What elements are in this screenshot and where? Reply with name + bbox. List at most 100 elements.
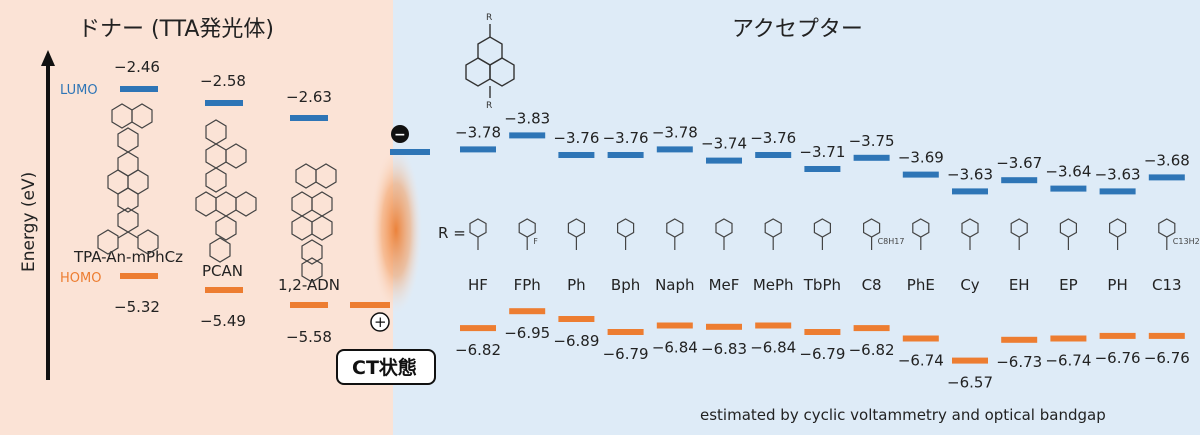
acceptor-name: PH bbox=[1107, 276, 1127, 294]
acceptor-lumo-value: −3.71 bbox=[799, 143, 845, 161]
acceptor-lumo-value: −3.63 bbox=[947, 165, 993, 183]
donor-homo-bar bbox=[290, 302, 328, 308]
acceptor-name: FPh bbox=[514, 276, 541, 294]
acceptor-homo-bar bbox=[853, 325, 890, 332]
acceptor-name: MeF bbox=[709, 276, 740, 294]
acceptor-homo-value: −6.76 bbox=[1095, 349, 1141, 367]
donor-lumo-bar bbox=[205, 100, 243, 106]
ct-lumo-bar bbox=[390, 149, 430, 155]
acceptor-homo-bar bbox=[804, 329, 841, 335]
core-r-top: R bbox=[486, 13, 492, 23]
acceptor-lumo-bar bbox=[460, 146, 496, 153]
acceptor-homo-value: −6.79 bbox=[799, 345, 845, 363]
acceptor-lumo-value: −3.69 bbox=[898, 149, 944, 167]
acceptor-lumo-value: −3.76 bbox=[553, 129, 599, 147]
ct-homo-bar bbox=[350, 302, 390, 308]
acceptor-lumo-value: −3.78 bbox=[455, 123, 501, 141]
acceptor-lumo-value: −3.68 bbox=[1144, 151, 1190, 169]
acceptor-homo-bar bbox=[902, 335, 939, 342]
substituent-label: C8H17 bbox=[878, 237, 905, 246]
substituent-label: F bbox=[533, 237, 538, 246]
acceptor-homo-bar bbox=[558, 316, 595, 322]
acceptor-lumo-value: −3.75 bbox=[849, 132, 895, 150]
donor-structure-pcan bbox=[195, 119, 257, 263]
acceptor-homo-value: −6.82 bbox=[849, 341, 895, 359]
acceptor-homo-bar bbox=[460, 325, 496, 332]
acceptor-lumo-value: −3.74 bbox=[701, 135, 747, 153]
acceptor-lumo-value: −3.76 bbox=[603, 129, 649, 147]
acceptor-homo-bar bbox=[706, 323, 742, 330]
donor-structure-adn bbox=[291, 163, 337, 283]
acceptor-homo-value: −6.73 bbox=[996, 353, 1042, 371]
acceptor-name: Ph bbox=[567, 276, 586, 294]
acceptor-name: TbPh bbox=[803, 276, 841, 294]
acceptor-lumo-value: −3.83 bbox=[504, 109, 550, 127]
acceptor-homo-bar bbox=[1001, 336, 1038, 343]
ct-label-box bbox=[336, 349, 436, 385]
acceptor-lumo-bar bbox=[558, 152, 595, 158]
donor-homo-bar bbox=[120, 273, 158, 279]
acceptor-homo-value: −6.74 bbox=[898, 352, 944, 370]
donor-name: PCAN bbox=[202, 262, 243, 280]
acceptor-lumo-bar bbox=[1148, 174, 1185, 181]
acceptor-homo-value: −6.95 bbox=[504, 324, 550, 342]
acceptor-homo-value: −6.74 bbox=[1045, 352, 1091, 370]
acceptor-name: Naph bbox=[655, 276, 694, 294]
hole-icon bbox=[370, 312, 390, 332]
donor-pcan: −2.58 PCAN −5.49 bbox=[200, 72, 246, 330]
donor-title: ドナー (TTA発光体) bbox=[78, 17, 274, 42]
substituent-label: C13H27 bbox=[1173, 237, 1200, 246]
acceptor-lumo-value: −3.67 bbox=[996, 154, 1042, 172]
acceptor-name: C13 bbox=[1152, 276, 1182, 294]
acceptor-lumo-value: −3.64 bbox=[1045, 163, 1091, 181]
donor-lumo-bar bbox=[290, 115, 328, 121]
acceptor-lumo-bar bbox=[1050, 185, 1087, 192]
acceptor-name: HF bbox=[468, 276, 488, 294]
donor-panel bbox=[0, 0, 393, 435]
acceptor-homo-bar bbox=[1099, 332, 1136, 339]
acceptor-lumo-bar bbox=[1001, 177, 1038, 184]
acceptor-homo-bar bbox=[1148, 332, 1185, 339]
donor-name: 1,2-ADN bbox=[278, 276, 340, 294]
hole-sign: + bbox=[374, 313, 387, 331]
acceptor-name: EH bbox=[1009, 276, 1030, 294]
ct-state: − + CT状態 bbox=[336, 125, 436, 385]
acceptor-lumo-bar bbox=[902, 171, 939, 178]
donor-name: TPA-An-mPhCz bbox=[73, 248, 183, 266]
donor-lumo-value: −2.46 bbox=[114, 58, 160, 76]
acceptor-homo-value: −6.83 bbox=[701, 340, 747, 358]
acceptor-lumo-bar bbox=[706, 157, 742, 164]
ct-glow bbox=[370, 146, 422, 314]
donor-lumo-value: −2.63 bbox=[286, 88, 332, 106]
donor-lumo-value: −2.58 bbox=[200, 72, 246, 90]
donor-homo-value: −5.49 bbox=[200, 312, 246, 330]
acceptor-homo-value: −6.57 bbox=[947, 374, 993, 392]
acceptor-core-structure: R R bbox=[465, 13, 515, 111]
acceptor-layer: −3.78 −6.82 HF −3.83 −6.95 FPh F −3.76 −6.89 Ph −3… bbox=[455, 109, 1200, 391]
energy-axis: Energy (eV) bbox=[19, 50, 55, 380]
donor-tpa: −2.46 TPA-An-mPhCz −5.32 bbox=[73, 58, 183, 316]
acceptor-lumo-bar bbox=[804, 166, 841, 172]
acceptor-homo-value: −6.84 bbox=[750, 339, 796, 357]
acceptor-homo-bar bbox=[952, 357, 988, 364]
donor-lumo-bar bbox=[120, 86, 158, 92]
acceptor-homo-bar bbox=[656, 322, 693, 329]
acceptor-homo-value: −6.89 bbox=[553, 332, 599, 350]
homo-legend: HOMO bbox=[60, 271, 101, 286]
acceptor-lumo-bar bbox=[607, 152, 644, 158]
donor-homo-value: −5.58 bbox=[286, 328, 332, 346]
acceptor-lumo-value: −3.63 bbox=[1095, 165, 1141, 183]
acceptor-homo-bar bbox=[509, 308, 546, 315]
electron-icon bbox=[391, 125, 409, 143]
acceptor-name: EP bbox=[1059, 276, 1078, 294]
acceptor-name: C8 bbox=[862, 276, 882, 294]
donor-adn: −2.63 1,2-ADN −5.58 bbox=[278, 88, 340, 346]
acceptor-homo-value: −6.79 bbox=[603, 345, 649, 363]
core-r-bottom: R bbox=[486, 101, 492, 111]
acceptor-homo-value: −6.82 bbox=[455, 341, 501, 359]
acceptor-homo-bar bbox=[607, 329, 644, 335]
acceptor-name: Cy bbox=[960, 276, 979, 294]
acceptor-title: アクセプター bbox=[732, 17, 863, 42]
